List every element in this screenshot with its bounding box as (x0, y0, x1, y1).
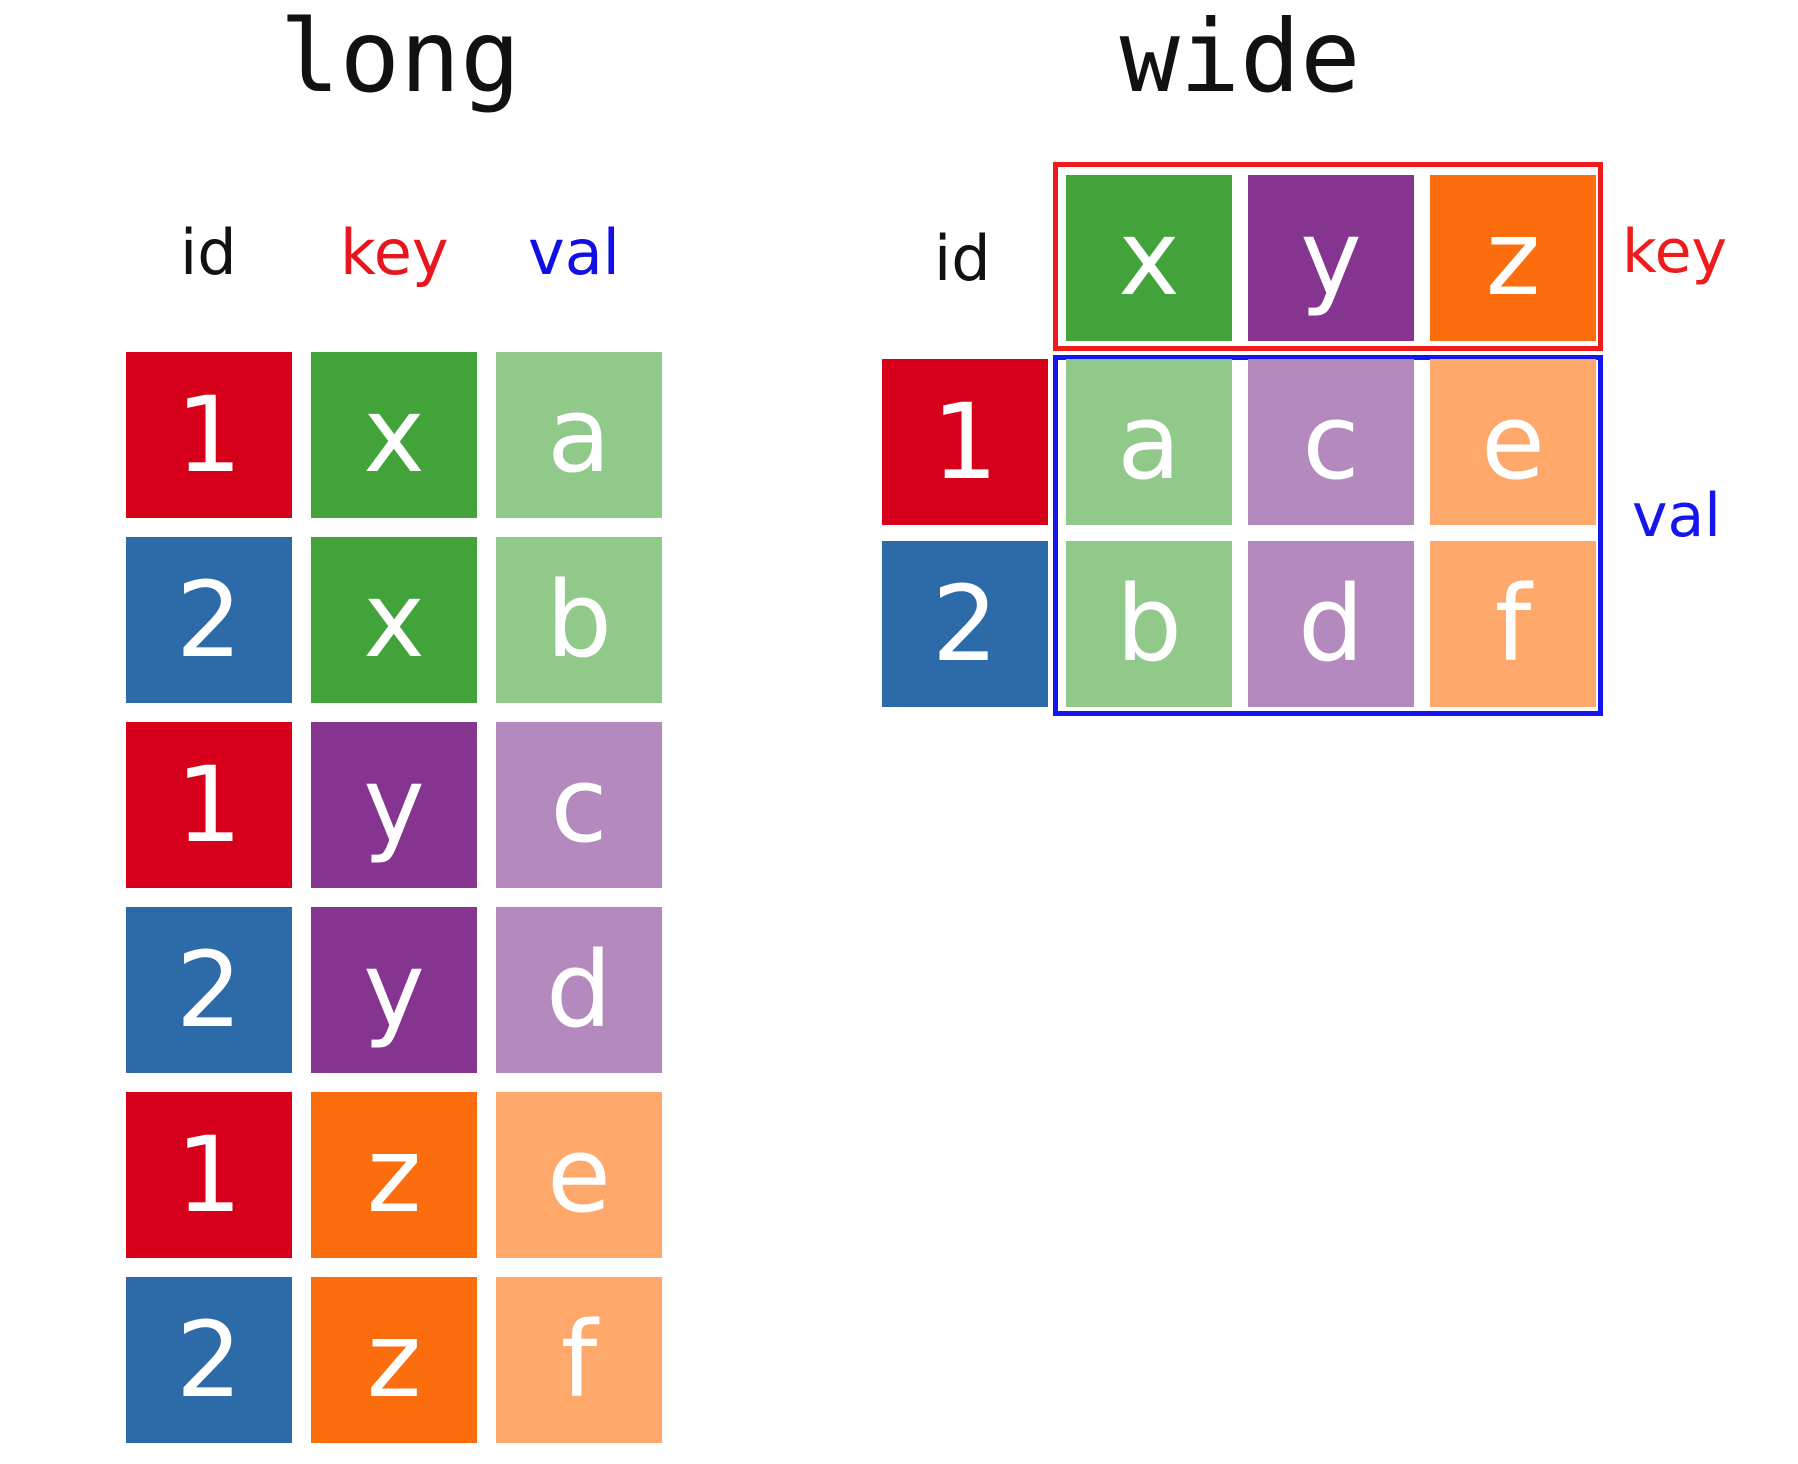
long-id-cell: 1 (126, 722, 292, 888)
wide-val-cell: a (1066, 359, 1232, 525)
long-val-cell: d (496, 907, 662, 1073)
long-id-cell: 2 (126, 907, 292, 1073)
wide-key-label: key (1622, 217, 1728, 287)
wide-val-cell: e (1430, 359, 1596, 525)
long-val-cell: c (496, 722, 662, 888)
long-key-cell: x (311, 537, 477, 703)
wide-key-cell: y (1248, 175, 1414, 341)
long-val-cell: b (496, 537, 662, 703)
long-key-cell: x (311, 352, 477, 518)
wide-id-cell: 1 (882, 359, 1048, 525)
val-frame (1053, 355, 1603, 716)
long-key-cell: z (311, 1277, 477, 1443)
long-id-cell: 1 (126, 1092, 292, 1258)
wide-val-cell: f (1430, 541, 1596, 707)
long-val-cell: e (496, 1092, 662, 1258)
long-key-cell: y (311, 722, 477, 888)
long-val-cell: a (496, 352, 662, 518)
key-frame (1053, 162, 1603, 351)
wide-id-header: id (934, 222, 991, 295)
long-id-cell: 2 (126, 537, 292, 703)
wide-key-cell: x (1066, 175, 1232, 341)
long-id-cell: 1 (126, 352, 292, 518)
long-id-cell: 2 (126, 1277, 292, 1443)
wide-val-label: val (1632, 481, 1721, 551)
long-title: long (279, 0, 521, 115)
wide-id-cell: 2 (882, 541, 1048, 707)
long-key-cell: y (311, 907, 477, 1073)
wide-val-cell: c (1248, 359, 1414, 525)
wide-val-cell: d (1248, 541, 1414, 707)
long-key-cell: z (311, 1092, 477, 1258)
long-id-header: id (180, 216, 237, 289)
wide-key-cell: z (1430, 175, 1596, 341)
wide-val-cell: b (1066, 541, 1232, 707)
long-val-header: val (528, 216, 620, 289)
long-val-cell: f (496, 1277, 662, 1443)
wide-title: wide (1119, 0, 1361, 115)
long-key-header: key (340, 216, 449, 289)
